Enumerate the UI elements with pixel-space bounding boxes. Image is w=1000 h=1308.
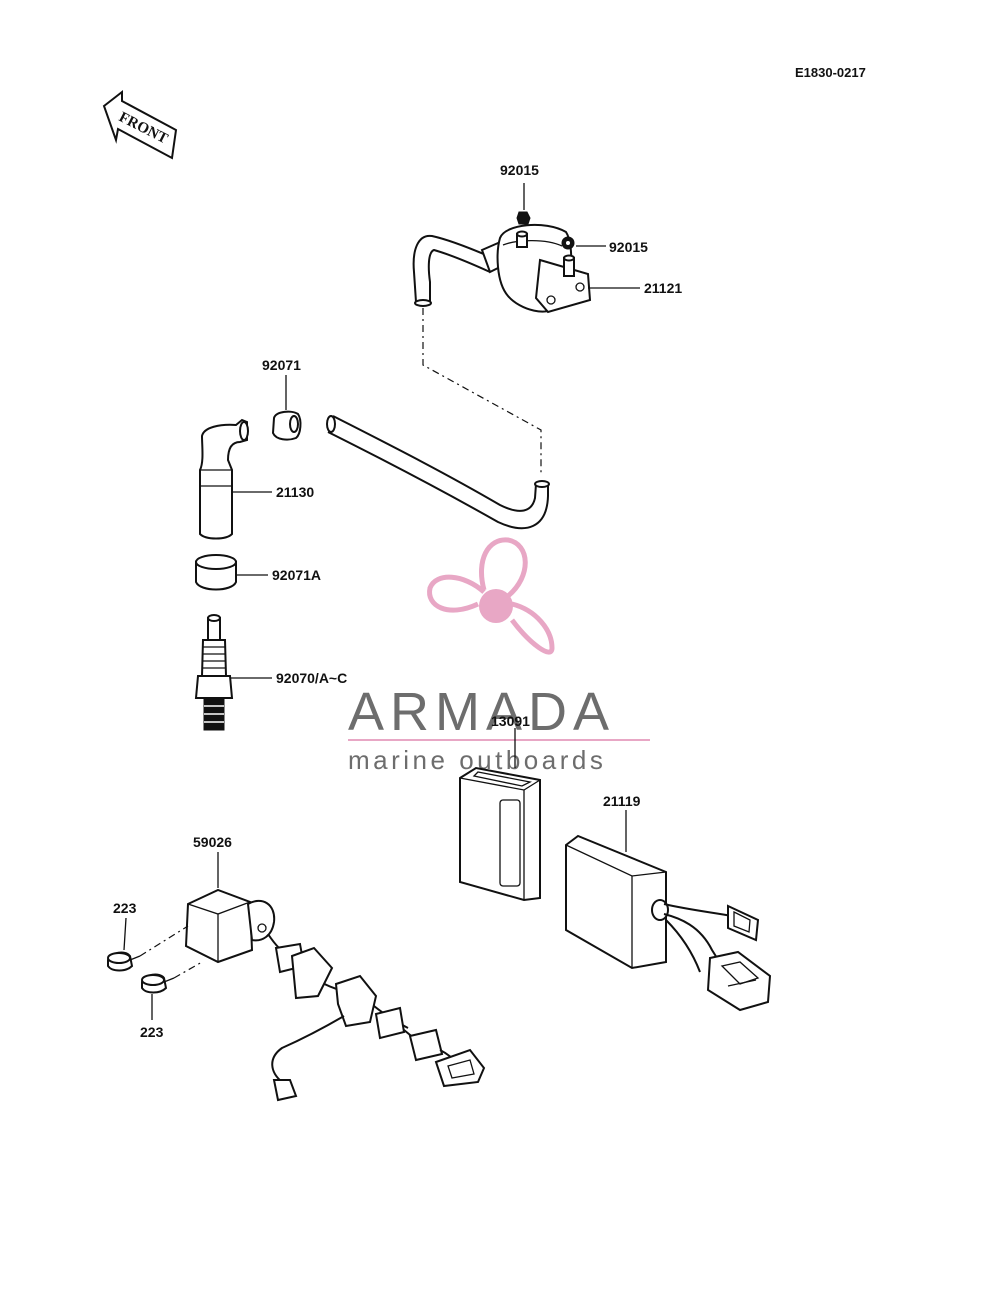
front-arrow-icon: FRONT	[102, 89, 178, 160]
label-21130: 21130	[276, 484, 314, 500]
watermark-title: ARMADA	[348, 682, 615, 742]
diagram-code: E1830-0217	[795, 65, 866, 80]
propeller-icon	[427, 537, 555, 655]
ignition-coil	[412, 223, 640, 314]
label-92071A: 92071A	[272, 567, 321, 583]
label-92070: 92070/A~C	[276, 670, 347, 686]
spark-plug	[194, 614, 272, 731]
label-59026: 59026	[193, 834, 232, 850]
propeller-hub-icon	[479, 589, 513, 623]
label-223-upper: 223	[113, 900, 137, 916]
label-13091: 13091	[491, 713, 530, 729]
assembly-line	[422, 308, 542, 476]
bolt-upper	[107, 917, 189, 972]
igniter-small	[459, 728, 541, 902]
nut-right	[561, 236, 606, 250]
ht-cable	[326, 415, 550, 530]
cap-seal	[271, 375, 302, 441]
regulator	[184, 852, 486, 1102]
label-223-lower: 223	[140, 1024, 164, 1040]
armada-logo: ARMADA marine outboards	[348, 537, 650, 775]
label-21119: 21119	[603, 793, 641, 809]
nut-top	[516, 183, 531, 225]
igniter-box	[565, 810, 772, 1012]
seal-ring	[195, 554, 268, 591]
plug-cap	[199, 418, 272, 540]
bolt-lower	[141, 961, 203, 1020]
label-92015-top: 92015	[500, 162, 539, 178]
label-92015-right: 92015	[609, 239, 648, 255]
label-92071: 92071	[262, 357, 301, 373]
label-21121: 21121	[644, 280, 682, 296]
